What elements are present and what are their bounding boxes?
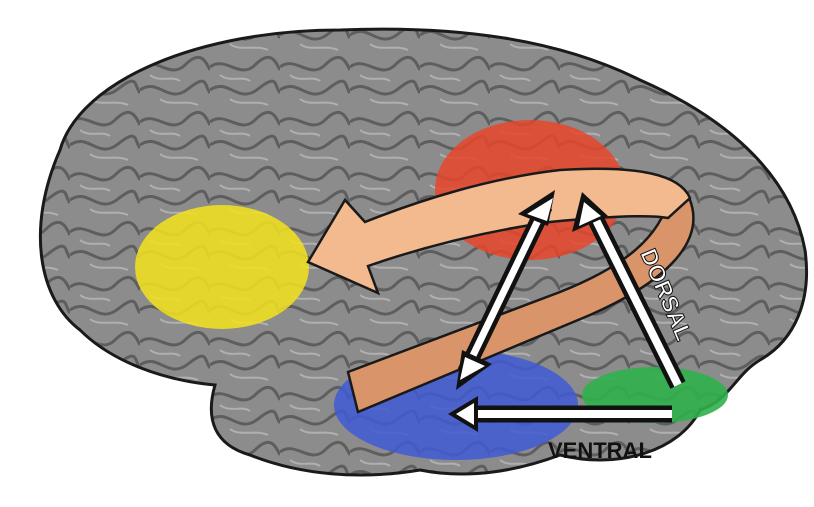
frontal-region: [135, 205, 309, 329]
ventral-label: VENTRAL: [548, 438, 652, 463]
